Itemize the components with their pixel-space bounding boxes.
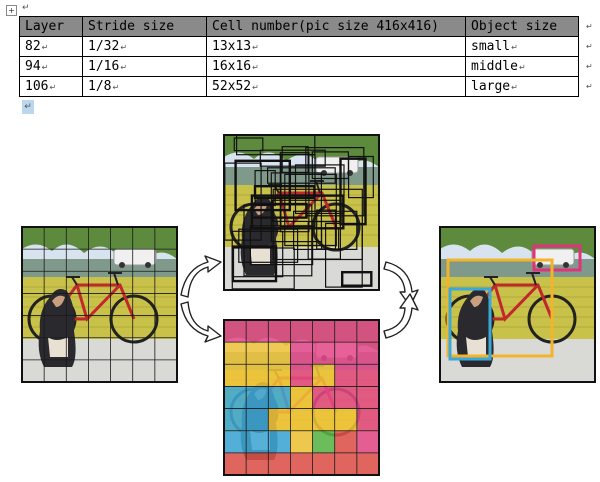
class-cell [356, 342, 379, 365]
cell-stride: 1/16↵ [82, 56, 207, 77]
input-grid-image [20, 225, 179, 384]
row-end-mark: ↵ [586, 42, 593, 51]
class-cell [246, 364, 269, 387]
class-cell [290, 452, 313, 475]
paragraph-mark-icon: ↵ [22, 3, 30, 13]
candidate-box [284, 173, 337, 247]
class-cell [246, 452, 269, 475]
class-cell [268, 342, 291, 365]
class-cell [268, 452, 291, 475]
row-end-mark: ↵ [586, 62, 593, 71]
class-cell [224, 364, 247, 387]
candidate-box [305, 147, 365, 217]
class-cell [290, 408, 313, 431]
class-cell [290, 386, 313, 409]
class-cell [356, 320, 379, 343]
candidate-box [270, 172, 322, 243]
cell-layer: 94↵ [19, 56, 83, 77]
candidate-box [279, 152, 310, 233]
candidate-box [259, 149, 326, 167]
curved-arrow-icon [383, 293, 419, 339]
class-cell [356, 386, 379, 409]
class-cell [312, 452, 335, 475]
curved-arrow-icon [180, 255, 222, 298]
class-cell [334, 452, 357, 475]
row-end-mark: ↵ [586, 22, 593, 31]
class-cell [312, 386, 335, 409]
class-cell [334, 342, 357, 365]
class-cell [334, 430, 357, 453]
header-layer: Layer [19, 16, 83, 37]
class-cell [356, 430, 379, 453]
candidate-box [250, 202, 308, 219]
candidate-box [233, 137, 264, 152]
candidate-box [254, 169, 276, 207]
class-cell [246, 430, 269, 453]
class-cell [268, 408, 291, 431]
class-cell [312, 430, 335, 453]
cell-object-size: large↵ [465, 76, 579, 97]
table-row: 82↵ 1/32↵ 13x13↵ small↵ [19, 36, 579, 57]
class-cell [224, 430, 247, 453]
candidate-box [231, 247, 295, 290]
class-cell [224, 386, 247, 409]
table-row: 106↵ 1/8↵ 52x52↵ large↵ [19, 76, 579, 97]
class-cell [224, 320, 247, 343]
class-cell [334, 320, 357, 343]
class-cell [246, 408, 269, 431]
class-cell [290, 320, 313, 343]
class-cell [312, 364, 335, 387]
class-cell [290, 342, 313, 365]
class-cell [268, 386, 291, 409]
table-move-handle-icon[interactable]: + [6, 5, 17, 16]
table-header-row: Layer Stride size Cell number(pic size 4… [19, 16, 579, 37]
class-cell [312, 342, 335, 365]
class-cell [356, 452, 379, 475]
cell-object-size: middle↵ [465, 56, 579, 77]
class-cell [334, 408, 357, 431]
cell-grid: 52x52↵ [206, 76, 466, 97]
class-cell [224, 452, 247, 475]
class-cell [290, 430, 313, 453]
candidate-box [266, 167, 336, 184]
car-detection-box [532, 244, 582, 272]
curved-arrow-icon [180, 301, 222, 343]
candidate-box [340, 270, 373, 287]
bounding-box-predictions [222, 133, 381, 292]
candidate-box [311, 151, 350, 180]
cell-stride: 1/32↵ [82, 36, 207, 57]
class-cell [312, 408, 335, 431]
layer-stride-table: Layer Stride size Cell number(pic size 4… [19, 16, 579, 97]
class-cell [334, 386, 357, 409]
class-cell [246, 320, 269, 343]
class-cell [246, 342, 269, 365]
bicycle-detection-box [446, 258, 554, 358]
class-cell [268, 430, 291, 453]
class-cell [312, 320, 335, 343]
class-cell [224, 408, 247, 431]
row-end-mark: ↵ [586, 82, 593, 91]
class-cell [334, 364, 357, 387]
class-cell [268, 320, 291, 343]
candidate-box [307, 220, 341, 260]
header-cell-number: Cell number(pic size 416x416) [206, 16, 466, 37]
class-cell [268, 364, 291, 387]
candidate-box [320, 227, 340, 250]
class-cell [290, 364, 313, 387]
candidate-box [339, 157, 367, 226]
cell-layer: 106↵ [19, 76, 83, 97]
dog-detection-box [448, 287, 492, 361]
class-cell [224, 342, 247, 365]
class-cell [356, 408, 379, 431]
class-cell [246, 386, 269, 409]
final-detections-image [438, 225, 597, 384]
class-cell [356, 364, 379, 387]
class-probability-map [222, 318, 381, 477]
cell-stride: 1/8↵ [82, 76, 207, 97]
text-cursor-paragraph[interactable]: ↵ [22, 100, 34, 114]
header-object-size: Object size [465, 16, 579, 37]
